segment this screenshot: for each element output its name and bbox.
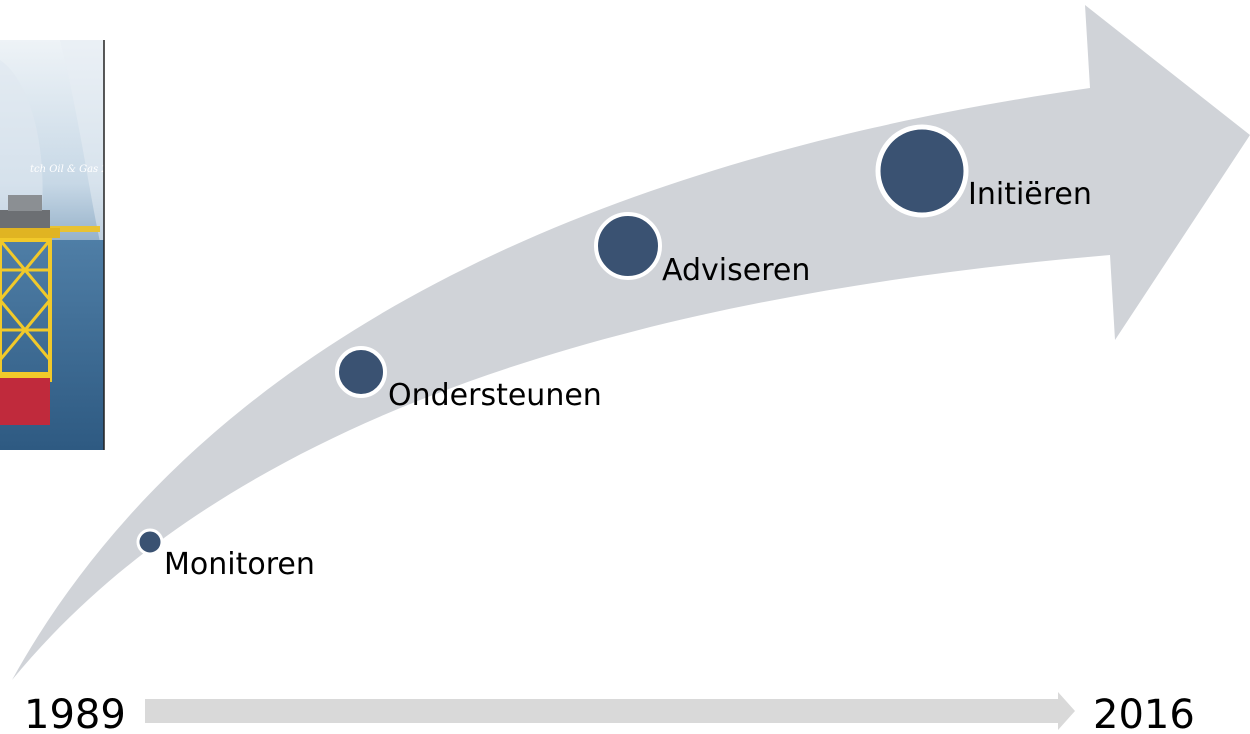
stage-adviseren: Adviseren [594,212,810,288]
timeline: 1989 2016 [24,692,1195,734]
stage-monitoren: Monitoren [136,528,315,582]
stage-label-1: Monitoren [164,547,315,582]
timeline-arrow [145,692,1075,730]
stage-label-4: Initiëren [968,177,1092,212]
stage-node-2 [335,346,387,398]
end-year-label: 2016 [1093,692,1195,734]
stage-node-1 [136,528,164,556]
cover-caption: tch Oil & Gas 2016 [30,164,127,175]
stage-label-2: Ondersteunen [388,378,602,413]
report-cover-image: tch Oil & Gas 2016 [0,40,127,450]
stage-label-3: Adviseren [662,253,810,288]
stage-initieren: Initiëren [875,124,1092,218]
start-year-label: 1989 [24,692,126,734]
stage-ondersteunen: Ondersteunen [335,346,602,413]
stage-node-3 [594,212,662,280]
stage-node-4 [875,124,969,218]
platform-illustration [0,195,100,425]
